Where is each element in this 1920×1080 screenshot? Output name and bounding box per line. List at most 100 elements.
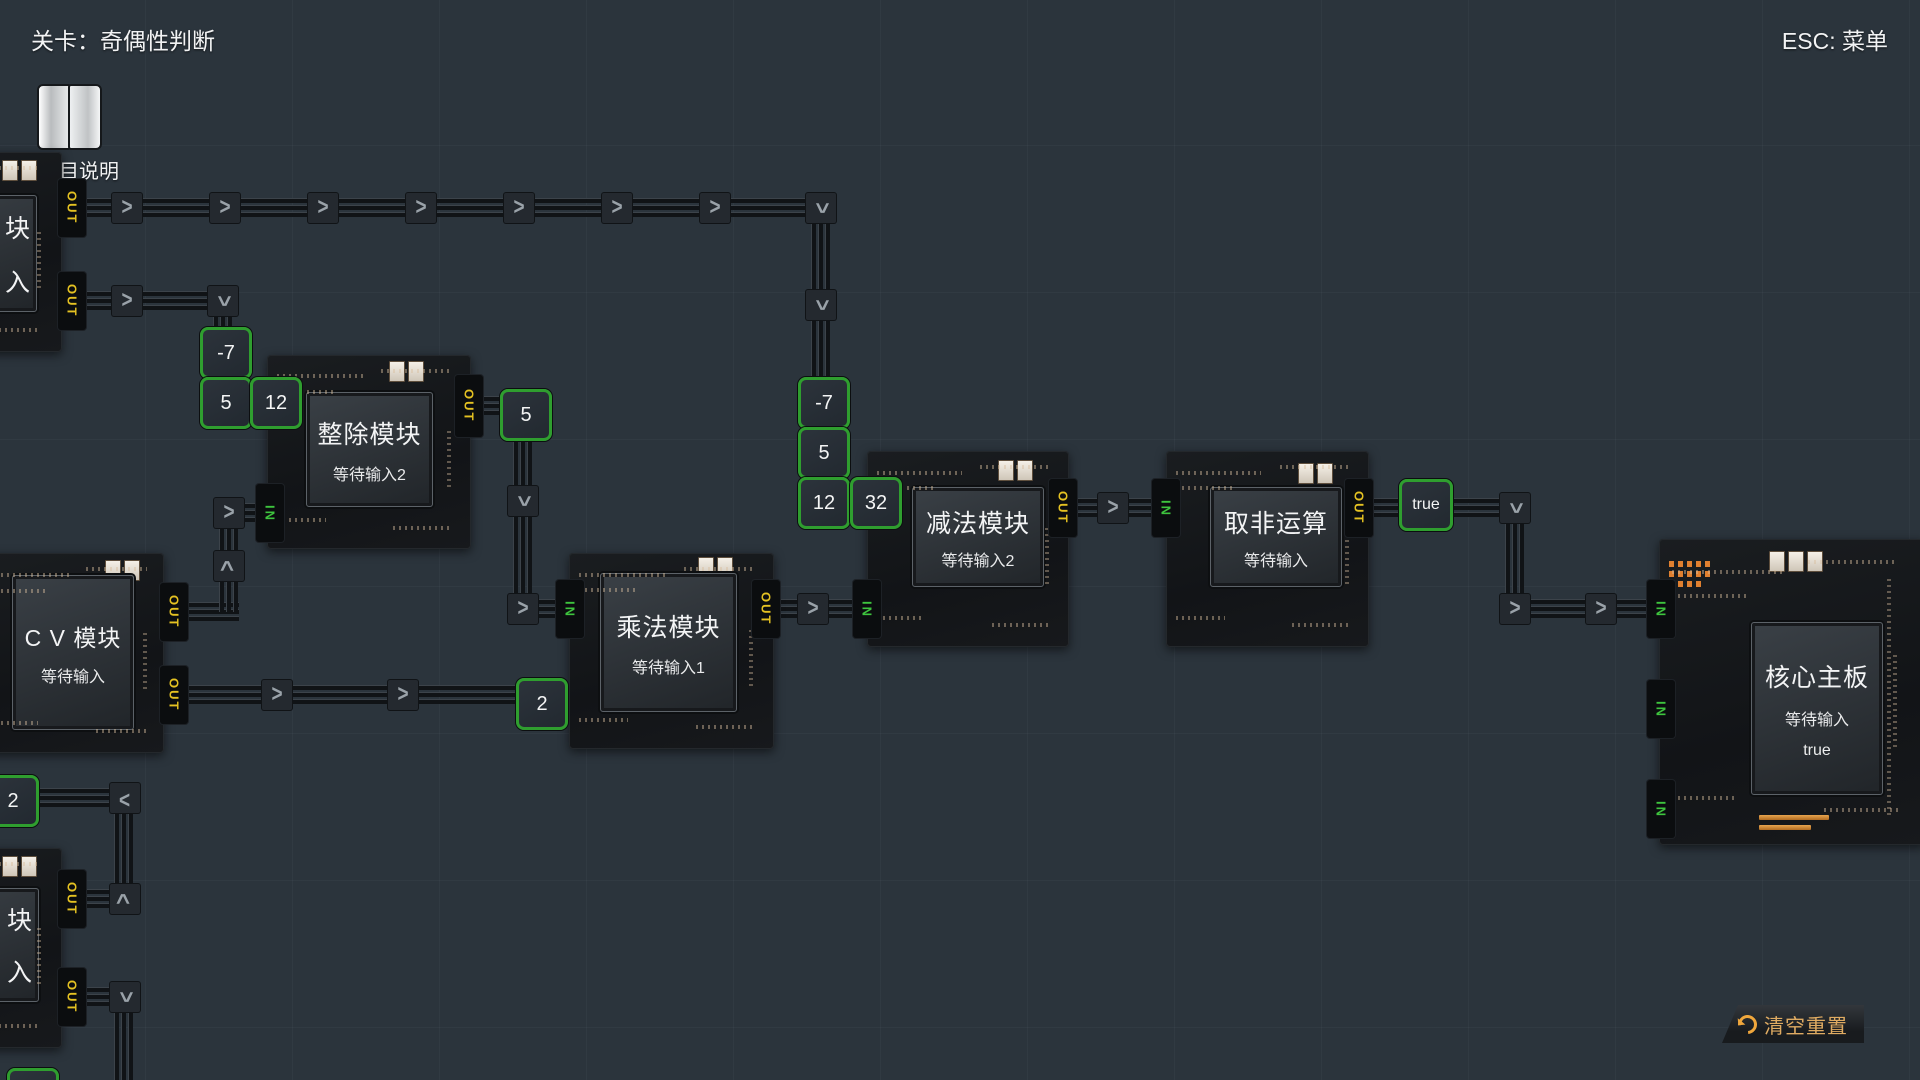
wire-segment xyxy=(1373,498,1399,518)
value-token-multiply-queue-1[interactable]: 2 xyxy=(516,678,568,730)
module-status-partial: 入 xyxy=(6,959,33,987)
arrow-right-icon: > xyxy=(112,286,142,316)
clear-reset-button[interactable]: 清空重置 xyxy=(1722,1005,1864,1043)
chip-face: 取非运算 等待输入 xyxy=(1210,487,1342,587)
pcb-dot-row xyxy=(0,589,45,593)
port-in: IN xyxy=(1647,580,1675,638)
instructions-book-icon[interactable] xyxy=(37,84,105,150)
module-partial-top-left[interactable]: 块 入 OUT OUT xyxy=(0,152,86,352)
value-token-subtract-queue-1[interactable]: -7 xyxy=(798,377,850,429)
pcb-orange-components xyxy=(1669,571,1713,577)
port-out: OUT xyxy=(58,968,86,1026)
port-in: IN xyxy=(1647,680,1675,738)
pcb-dot-row xyxy=(0,328,40,332)
wire-segment xyxy=(1505,523,1525,599)
refresh-icon xyxy=(1734,1010,1761,1038)
arrow-down-icon: > xyxy=(508,486,538,516)
module-title-partial: 块 xyxy=(4,214,31,243)
arrow-right-icon: > xyxy=(1586,594,1616,624)
pcb-dot-row xyxy=(696,725,753,729)
pcb-dot-column xyxy=(1893,655,1897,747)
pcb-components xyxy=(1769,551,1823,572)
pcb-dot-row xyxy=(980,465,1049,469)
module-partial-bottom-left[interactable]: 块 入 OUT OUT xyxy=(0,848,86,1048)
module-cv[interactable]: C V 模块 等待输入 OUT OUT xyxy=(0,553,188,753)
pcb-dot-row xyxy=(877,486,934,490)
module-status: 等待输入2 xyxy=(941,552,1015,570)
value-token-subtract-queue-3[interactable]: 12 xyxy=(798,477,850,529)
arrow-right-icon: > xyxy=(210,193,240,223)
pcb-dot-row xyxy=(381,369,450,373)
arrow-right-icon: > xyxy=(388,680,418,710)
module-status-partial: 入 xyxy=(4,268,31,297)
module-title: 整除模块 xyxy=(317,420,422,449)
pcb-components xyxy=(2,856,37,877)
arrow-right-icon: > xyxy=(308,193,338,223)
value-token-subtract-queue-2[interactable]: 5 xyxy=(798,427,850,479)
value-token-bottom-left-edge[interactable] xyxy=(7,1068,59,1080)
module-title-partial: 块 xyxy=(6,907,33,935)
value-token-divide-output[interactable]: 5 xyxy=(500,389,552,441)
wire-segment xyxy=(86,889,112,909)
value-token-divide-queue-3[interactable]: 12 xyxy=(250,377,302,429)
pcb-dot-row xyxy=(579,588,636,592)
port-out: OUT xyxy=(160,666,188,724)
pcb-dot-row xyxy=(277,518,326,522)
module-mainboard[interactable]: 核心主板 等待输入 true IN IN IN xyxy=(1647,539,1920,845)
module-not[interactable]: 取非运算 等待输入 IN OUT xyxy=(1152,451,1373,647)
wire-segment xyxy=(244,503,258,523)
port-out: OUT xyxy=(58,179,86,237)
clear-reset-label: 清空重置 xyxy=(1764,1015,1848,1038)
pcb-components xyxy=(698,557,733,578)
module-status: 等待输入 xyxy=(1243,552,1308,570)
chip-face: 减法模块 等待输入2 xyxy=(912,487,1044,587)
wire-segment xyxy=(1447,498,1502,518)
arrow-right-icon: > xyxy=(214,498,244,528)
pcb-components xyxy=(1298,463,1333,484)
arrow-down-icon: > xyxy=(110,982,140,1012)
wire-segment xyxy=(86,987,112,1007)
menu-hint: ESC: 菜单 xyxy=(1781,28,1888,54)
port-in: IN xyxy=(556,580,584,638)
arrow-right-icon: > xyxy=(602,193,632,223)
pcb-dot-column xyxy=(749,627,753,686)
pcb-dot-row xyxy=(277,374,363,378)
chip-face: 整除模块 等待输入2 xyxy=(306,392,433,507)
pcb-dot-row xyxy=(0,721,38,725)
value-token-divide-queue-1[interactable]: -7 xyxy=(200,327,252,379)
pcb-dot-row xyxy=(96,729,146,733)
value-token-bottom-left[interactable]: 2 xyxy=(0,775,39,827)
port-out: OUT xyxy=(160,583,188,641)
wire-segment xyxy=(188,685,518,705)
port-out: OUT xyxy=(1345,479,1373,537)
port-in: IN xyxy=(1152,479,1180,537)
pcb-dot-row xyxy=(1672,796,1736,800)
chip-face: 块 入 xyxy=(0,888,39,1002)
arrow-right-icon: > xyxy=(504,193,534,223)
arrow-down-icon: > xyxy=(1500,493,1530,523)
arrow-up-icon: > xyxy=(214,551,244,581)
arrow-right-icon: > xyxy=(262,680,292,710)
port-out: OUT xyxy=(752,580,780,638)
pcb-components xyxy=(998,460,1033,481)
arrow-left-icon: > xyxy=(110,783,140,813)
module-title: C V 模块 xyxy=(24,624,122,651)
wire-segment xyxy=(483,396,502,416)
port-out: OUT xyxy=(58,272,86,330)
module-title: 核心主板 xyxy=(1764,663,1869,692)
value-token-not-output[interactable]: true xyxy=(1399,479,1453,531)
pcb-orange-bar xyxy=(1759,825,1811,830)
pcb-orange-bar xyxy=(1759,815,1829,820)
port-out: OUT xyxy=(455,375,483,437)
wire-segment xyxy=(114,1012,134,1080)
pcb-orange-components xyxy=(1669,581,1701,587)
module-multiply[interactable]: 乘法模块 等待输入1 IN OUT xyxy=(556,553,780,749)
pcb-dot-column xyxy=(1345,525,1349,584)
pcb-dot-row xyxy=(1176,486,1233,490)
value-token-subtract-queue-4[interactable]: 32 xyxy=(850,477,902,529)
port-in: IN xyxy=(256,484,284,542)
pcb-dot-column xyxy=(447,429,451,487)
chip-face: 核心主板 等待输入 true xyxy=(1751,622,1883,795)
value-token-divide-queue-2[interactable]: 5 xyxy=(200,377,252,429)
